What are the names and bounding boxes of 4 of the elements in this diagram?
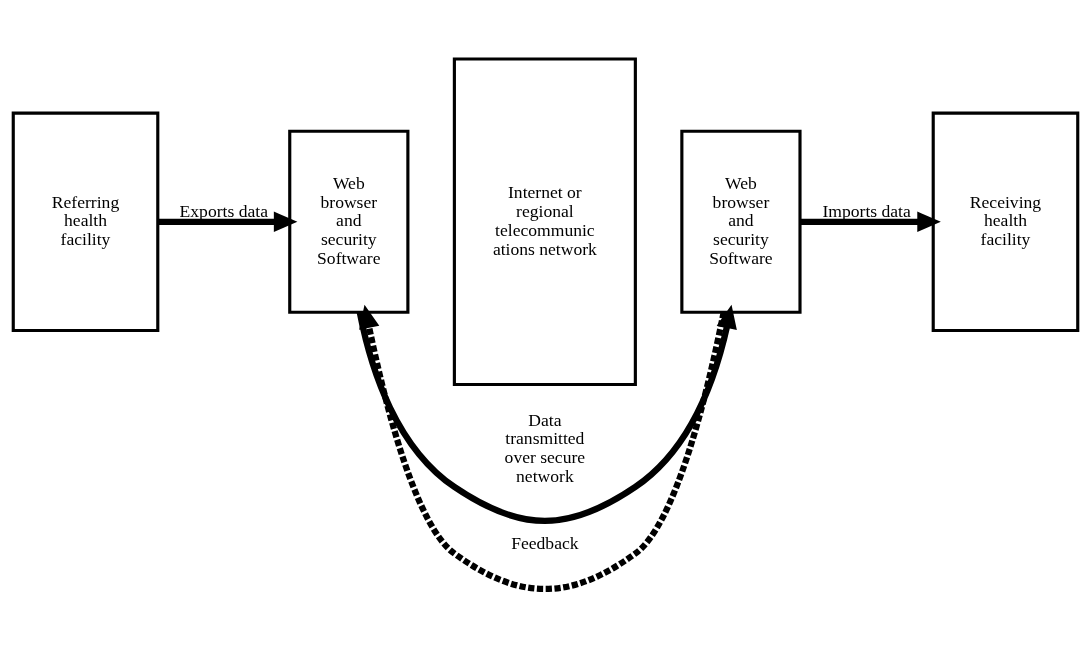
edge-label: Exports data [179,200,268,221]
edge-label: Data transmitted over secure network [504,409,586,486]
edge-label: Imports data [822,200,911,221]
edge-label: Feedback [511,532,579,553]
